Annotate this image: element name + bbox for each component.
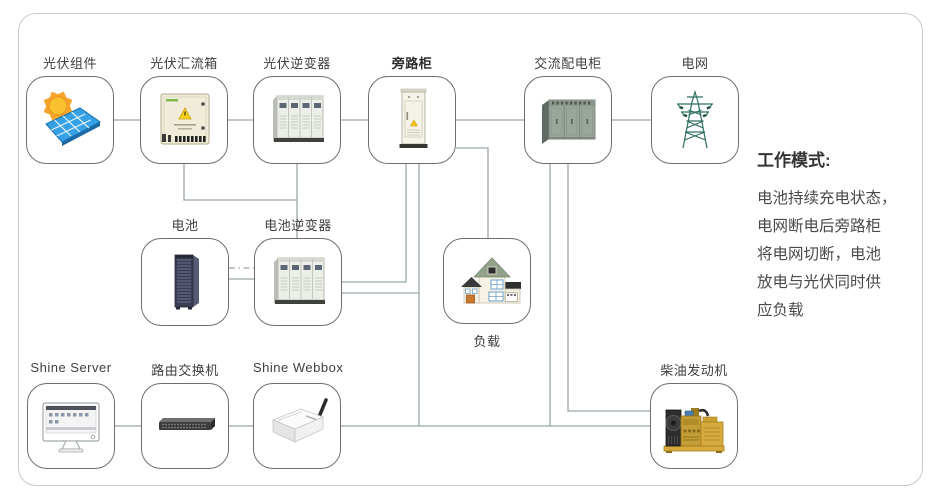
node-shine-server: [27, 383, 115, 469]
work-mode-line: 应负载: [757, 302, 804, 319]
work-mode-panel: 工作模式: 电池持续充电状态， 电网断电后旁路柜 将电网切断，电池 放电与光伏同…: [757, 146, 925, 325]
pv-combiner-icon: [160, 93, 210, 145]
node-shine-webbox: [253, 383, 341, 469]
battery-inverter-icon: [274, 257, 325, 304]
work-mode-line: 电池持续充电状态，: [757, 190, 897, 207]
node-pv-modules: [26, 76, 114, 164]
label-shine-server: Shine Server: [30, 360, 112, 375]
ac-distribution-icon: [542, 99, 596, 144]
label-shine-webbox: Shine Webbox: [253, 360, 344, 375]
battery-icon: [174, 254, 199, 310]
shine-webbox-icon: [271, 398, 328, 443]
node-battery-inverter: [254, 238, 342, 326]
node-pv-inverter: [253, 76, 341, 164]
label-grid: 电网: [681, 56, 709, 71]
label-ac-distribution: 交流配电柜: [534, 56, 602, 71]
load-house-icon: [461, 257, 521, 304]
label-load: 负载: [473, 334, 501, 349]
node-grid: [651, 76, 739, 164]
label-pv-inverter: 光伏逆变器: [263, 56, 331, 71]
pv-inverter-icon: [273, 95, 324, 142]
node-bypass-cabinet: [368, 76, 456, 164]
node-diesel-generator: [650, 383, 738, 469]
diesel-generator-icon: [663, 408, 725, 453]
node-router-switch: [141, 383, 229, 469]
work-mode-line: 放电与光伏同时供: [757, 274, 882, 291]
work-mode-line: 将电网切断，电池: [757, 246, 882, 263]
work-mode-line: 电网断电后旁路柜: [757, 218, 882, 235]
shine-server-icon: [42, 402, 100, 453]
label-battery-inverter: 电池逆变器: [264, 218, 332, 233]
node-battery: [141, 238, 229, 326]
router-switch-icon: [159, 418, 215, 430]
grid-tower-icon: [677, 89, 713, 149]
label-pv-combiner: 光伏汇流箱: [150, 56, 218, 71]
label-diesel-generator: 柴油发动机: [660, 363, 728, 378]
work-mode-title: 工作模式:: [757, 151, 831, 170]
node-load: [443, 238, 531, 324]
bypass-cabinet-icon: [399, 88, 428, 148]
label-pv-modules: 光伏组件: [42, 56, 97, 71]
label-bypass-cabinet: 旁路柜: [391, 56, 433, 71]
pv-modules-icon: [43, 91, 101, 146]
label-battery: 电池: [171, 218, 199, 233]
label-router-switch: 路由交换机: [151, 363, 219, 378]
node-ac-distribution: [524, 76, 612, 164]
node-pv-combiner: [140, 76, 228, 164]
